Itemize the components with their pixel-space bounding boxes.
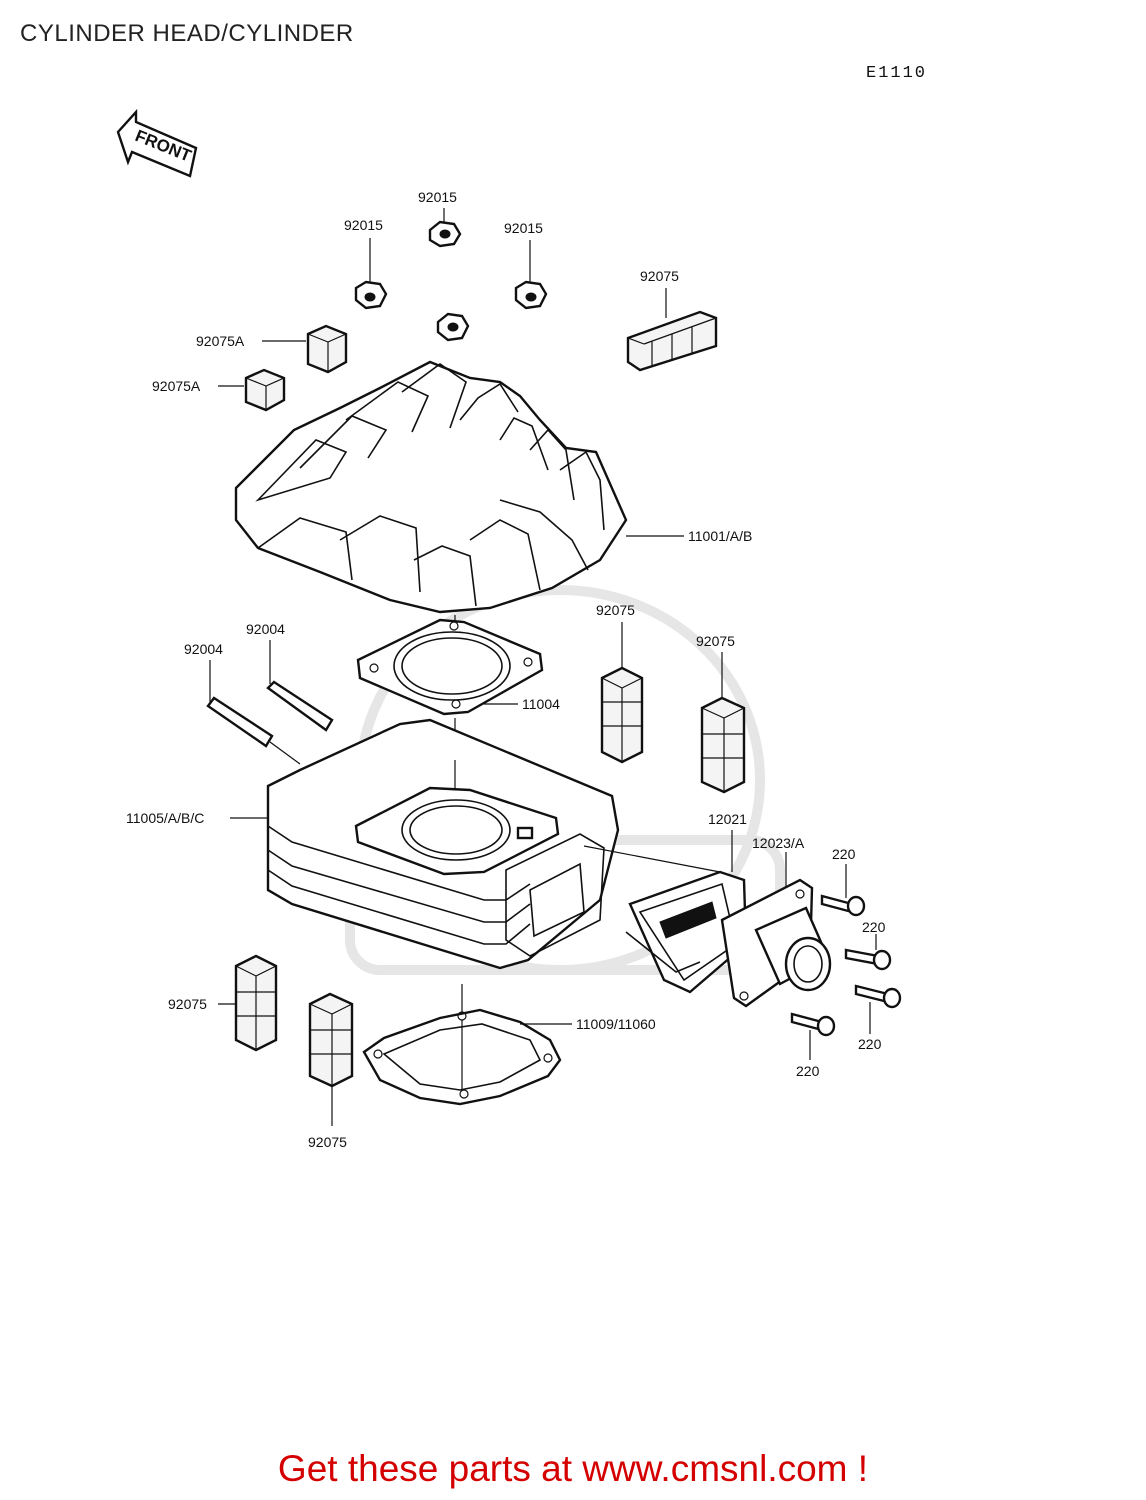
- label-base-gasket: 11009/11060: [576, 1016, 656, 1032]
- nut-extra: [436, 312, 470, 342]
- cylinder-head: [234, 360, 684, 614]
- label-damper-bottom-left: 92075: [168, 996, 207, 1012]
- label-cylinder: 11005/A/B/C: [126, 810, 204, 826]
- label-damper-a-lower: 92075A: [152, 378, 201, 394]
- diagram-code: E1110: [866, 64, 928, 83]
- cylinder: [230, 718, 721, 970]
- screw-1: [820, 864, 866, 917]
- label-damper-mid-left: 92075: [596, 602, 635, 618]
- label-damper-mid-right: 92075: [696, 633, 735, 649]
- screw-4: [790, 1012, 836, 1060]
- damper-mid-left: [600, 622, 644, 764]
- label-nut-left: 92015: [344, 217, 383, 233]
- label-stud-left: 92004: [184, 641, 223, 657]
- damper-a-upper: [262, 324, 348, 374]
- label-damper-a-upper: 92075A: [196, 333, 245, 349]
- label-reed-valve: 12021: [708, 811, 747, 827]
- label-screw-2: 220: [862, 919, 886, 935]
- base-gasket: [362, 984, 572, 1106]
- label-damper-bottom-center: 92075: [308, 1134, 347, 1150]
- nut-center: [428, 208, 462, 248]
- label-screw-1: 220: [832, 846, 856, 862]
- parts-diagram: FRONT: [116, 108, 902, 1150]
- label-stud-right: 92004: [246, 621, 285, 637]
- damper-top-right: [626, 288, 718, 372]
- reed-valve: [625, 830, 748, 994]
- damper-bottom-left: [218, 954, 278, 1052]
- intake-pipe: [720, 852, 832, 1008]
- damper-mid-right: [700, 652, 746, 794]
- label-intake-pipe: 12023/A: [752, 835, 805, 851]
- label-damper-top-right: 92075: [640, 268, 679, 284]
- damper-a-lower: [218, 368, 286, 412]
- nut-left: [354, 238, 388, 310]
- label-nut-right: 92015: [504, 220, 543, 236]
- damper-bottom-center: [308, 992, 354, 1126]
- label-cylinder-head: 11001/A/B: [688, 528, 752, 544]
- screw-3: [854, 984, 902, 1034]
- label-head-gasket: 11004: [522, 696, 560, 712]
- label-nut-center: 92015: [418, 189, 457, 205]
- stud-right: [266, 640, 334, 732]
- label-screw-3: 220: [858, 1036, 882, 1052]
- stud-left: [206, 660, 301, 765]
- screw-2: [844, 934, 892, 971]
- page-title: CYLINDER HEAD/CYLINDER: [20, 20, 354, 47]
- cta-link[interactable]: Get these parts at www.cmsnl.com !: [277, 1448, 869, 1489]
- front-arrow-icon: FRONT: [116, 108, 198, 178]
- nut-right: [514, 240, 548, 310]
- head-gasket: [356, 615, 544, 760]
- label-screw-4: 220: [796, 1063, 820, 1079]
